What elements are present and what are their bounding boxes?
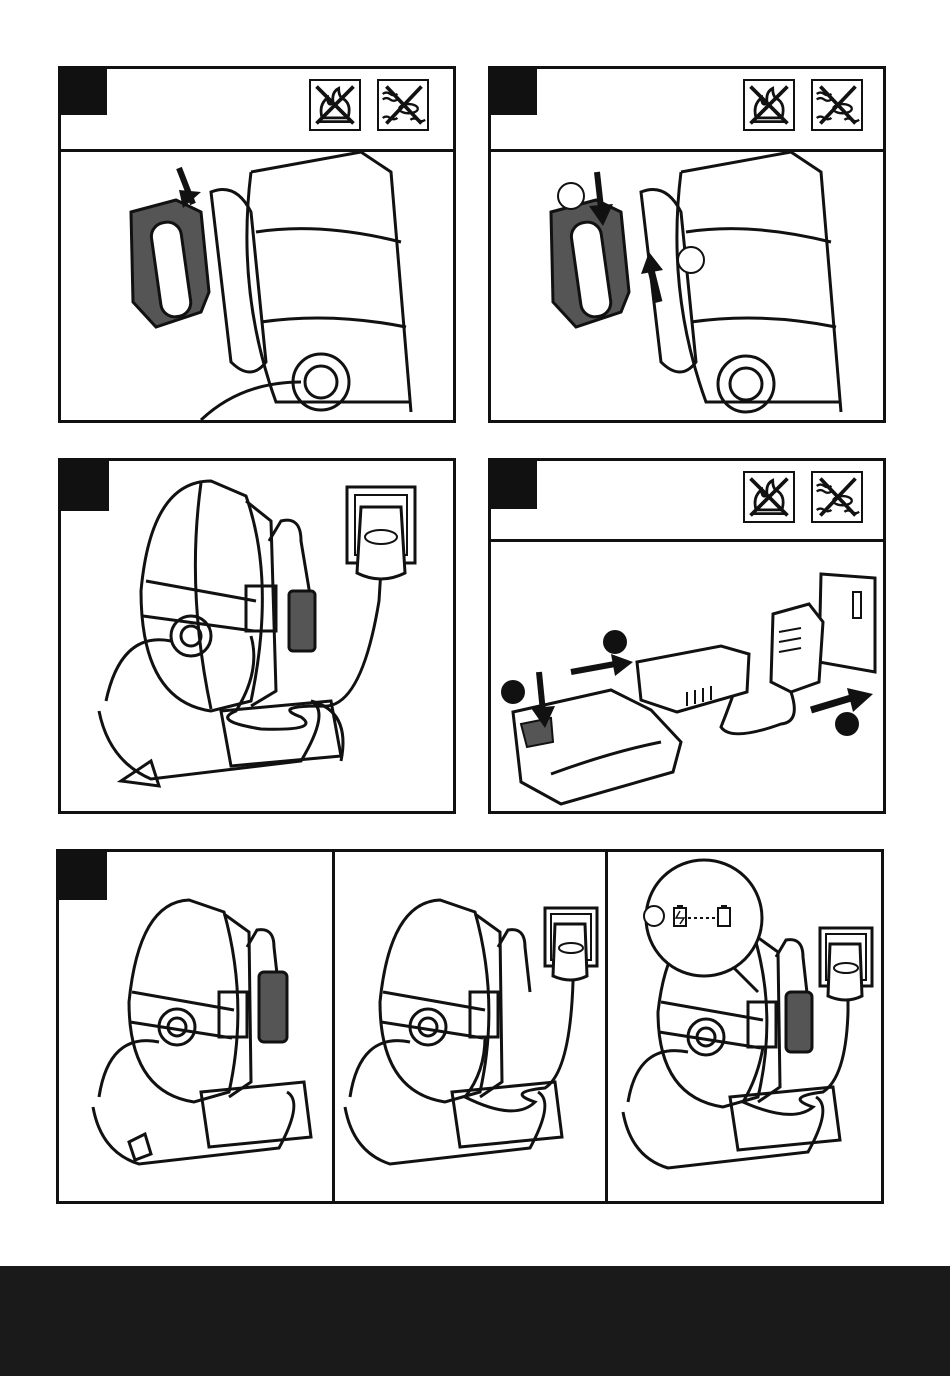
battery-pack (131, 200, 209, 327)
panel-header (491, 461, 883, 542)
illustration-charge-in-unit (61, 461, 453, 811)
illustration-charge-separately (491, 542, 883, 811)
no-fire-disposal-icon (743, 471, 795, 523)
step-number-badge (491, 69, 537, 115)
subpanel-fan-charging (335, 852, 608, 1201)
subpanel-fan-with-battery (59, 852, 335, 1201)
subpanel-charge-status (608, 852, 881, 1201)
battery-full-icon (718, 905, 730, 926)
charger-base (637, 646, 749, 712)
illustration-remove-battery (491, 152, 883, 420)
step-number-badge (61, 69, 107, 115)
illustration-insert-battery (61, 152, 453, 420)
panel-charge-separately (488, 458, 886, 814)
panel-charge-indicator (56, 849, 884, 1204)
callout-circle (603, 630, 627, 654)
panel-remove-battery (488, 66, 886, 423)
battery-pack (513, 690, 681, 804)
no-fire-disposal-icon (743, 79, 795, 131)
no-water-disposal-icon (377, 79, 429, 131)
callout-circle (558, 183, 584, 209)
panel-header (491, 69, 883, 152)
callout-circle (644, 906, 664, 926)
battery-pack (259, 972, 287, 1042)
page-footer-band (0, 1266, 950, 1376)
battery-charging-icon (674, 905, 686, 926)
panel-insert-battery (58, 66, 456, 423)
callout-circle (835, 712, 859, 736)
no-water-disposal-icon (811, 79, 863, 131)
panel-header (61, 69, 453, 152)
battery-pack (786, 992, 812, 1052)
callout-circle (678, 247, 704, 273)
wall-socket (819, 574, 875, 672)
step-number-badge (491, 461, 537, 509)
panel-charge-in-unit (58, 458, 456, 814)
no-water-disposal-icon (811, 471, 863, 523)
no-fire-disposal-icon (309, 79, 361, 131)
callout-circle (501, 680, 525, 704)
